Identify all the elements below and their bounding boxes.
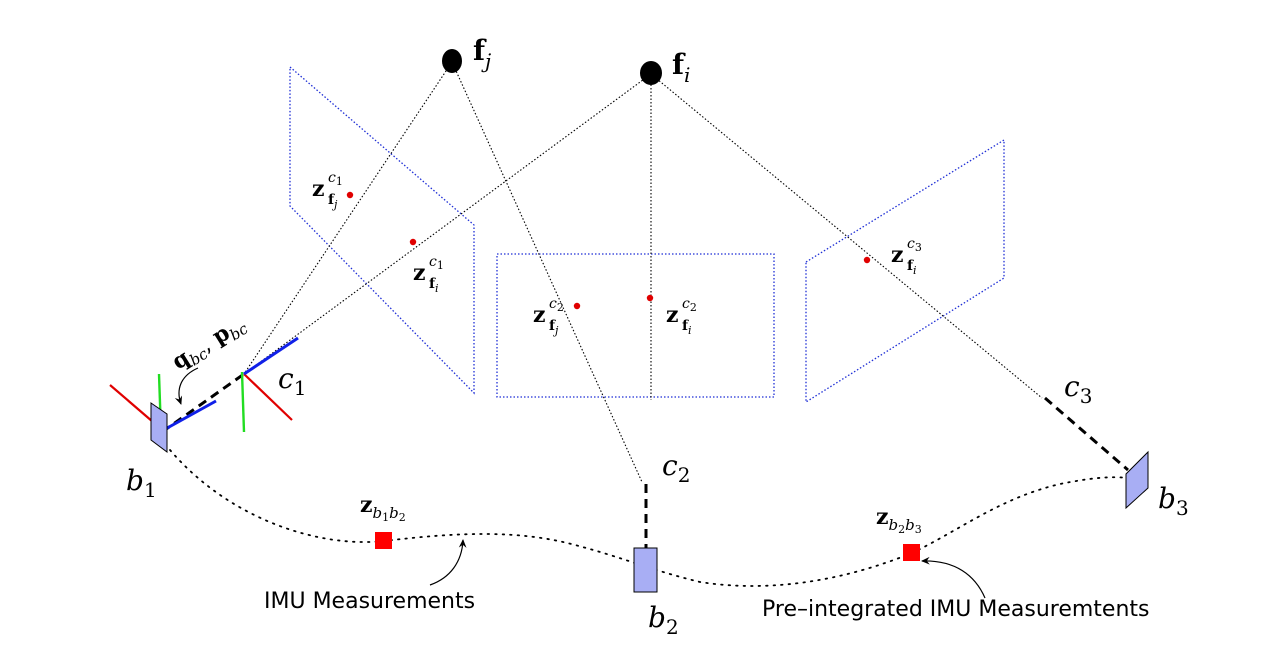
label-feature-fj: fj	[473, 34, 491, 73]
imu-measurements-arrow	[429, 539, 467, 586]
obs-point-z-c1-fi	[409, 238, 417, 246]
svg-text:c2: c2	[682, 296, 697, 314]
label-feature-fi: fi	[672, 48, 690, 87]
svg-text:z: z	[312, 176, 325, 202]
obs-point-z-c2-fj	[573, 302, 581, 310]
svg-text:fj: fj	[549, 318, 559, 337]
projection-rays	[243, 61, 1043, 483]
label-camera-c2: c2	[662, 449, 690, 487]
svg-text:c1: c1	[429, 254, 444, 272]
label-extrinsic-q-p: qbc, pbc	[167, 310, 251, 378]
svg-text:c2: c2	[549, 296, 564, 314]
label-body-b3: b3	[1158, 482, 1189, 520]
svg-text:fi: fi	[429, 276, 439, 295]
svg-text:fj: fj	[328, 192, 338, 211]
ray-fj-c2	[451, 61, 643, 483]
preintegration-arrow	[921, 556, 986, 599]
imu-body-b3	[1125, 450, 1149, 510]
imu-trajectory	[169, 449, 1129, 587]
preintegration-marker-b2b3	[903, 544, 920, 561]
label-z-b2b3: zb2b3	[876, 504, 922, 536]
axis-y-c1	[240, 371, 246, 433]
svg-text:c1: c1	[328, 170, 343, 188]
feature-fj	[442, 49, 462, 73]
extrinsic-link-b3-c3	[1044, 396, 1129, 472]
label-z-c3-fi: z c3 fi	[891, 236, 922, 277]
caption-imu-measurements: IMU Measurements	[264, 589, 475, 614]
obs-point-z-c2-fi	[646, 294, 654, 302]
label-camera-c3: c3	[1064, 370, 1092, 408]
svg-text:z: z	[666, 302, 679, 328]
svg-text:z: z	[413, 260, 426, 286]
axis-z-b1	[159, 399, 217, 434]
label-z-c1-fi: z c1 fi	[413, 254, 444, 295]
ray-fj-c1	[243, 61, 453, 375]
feature-fi	[640, 61, 662, 85]
label-z-c2-fi: z c2 fi	[666, 296, 697, 337]
caption-preintegrated-imu: Pre–integrated IMU Measuremtents	[762, 597, 1150, 622]
label-z-c1-fj: z c1 fj	[312, 170, 343, 211]
label-z-b1b2: zb1b2	[360, 492, 406, 524]
imu-body-b2	[633, 547, 658, 593]
ray-fi-c3	[650, 73, 1043, 399]
svg-text:c3: c3	[907, 236, 922, 254]
label-body-b2: b2	[648, 601, 679, 639]
extrinsic-arrow	[174, 367, 199, 405]
label-body-b1: b1	[126, 464, 157, 502]
ray-fi-c1	[243, 73, 652, 375]
preintegration-marker-b1b2	[375, 532, 392, 549]
image-plane-c3	[805, 138, 1005, 404]
axis-z-c1	[243, 336, 299, 376]
camera-frame-axes-c1	[240, 336, 299, 433]
obs-point-z-c3-fi	[863, 256, 871, 264]
obs-point-z-c1-fj	[346, 191, 354, 199]
imu-body-b1	[150, 402, 168, 453]
svg-text:fi: fi	[682, 318, 692, 337]
image-plane-c1	[289, 65, 475, 395]
label-z-c2-fj: z c2 fj	[533, 296, 564, 337]
svg-text:z: z	[891, 242, 904, 268]
label-camera-c1: c1	[278, 362, 306, 400]
svg-text:fi: fi	[907, 258, 917, 277]
axis-x-c1	[243, 373, 293, 421]
svg-text:z: z	[533, 302, 546, 328]
